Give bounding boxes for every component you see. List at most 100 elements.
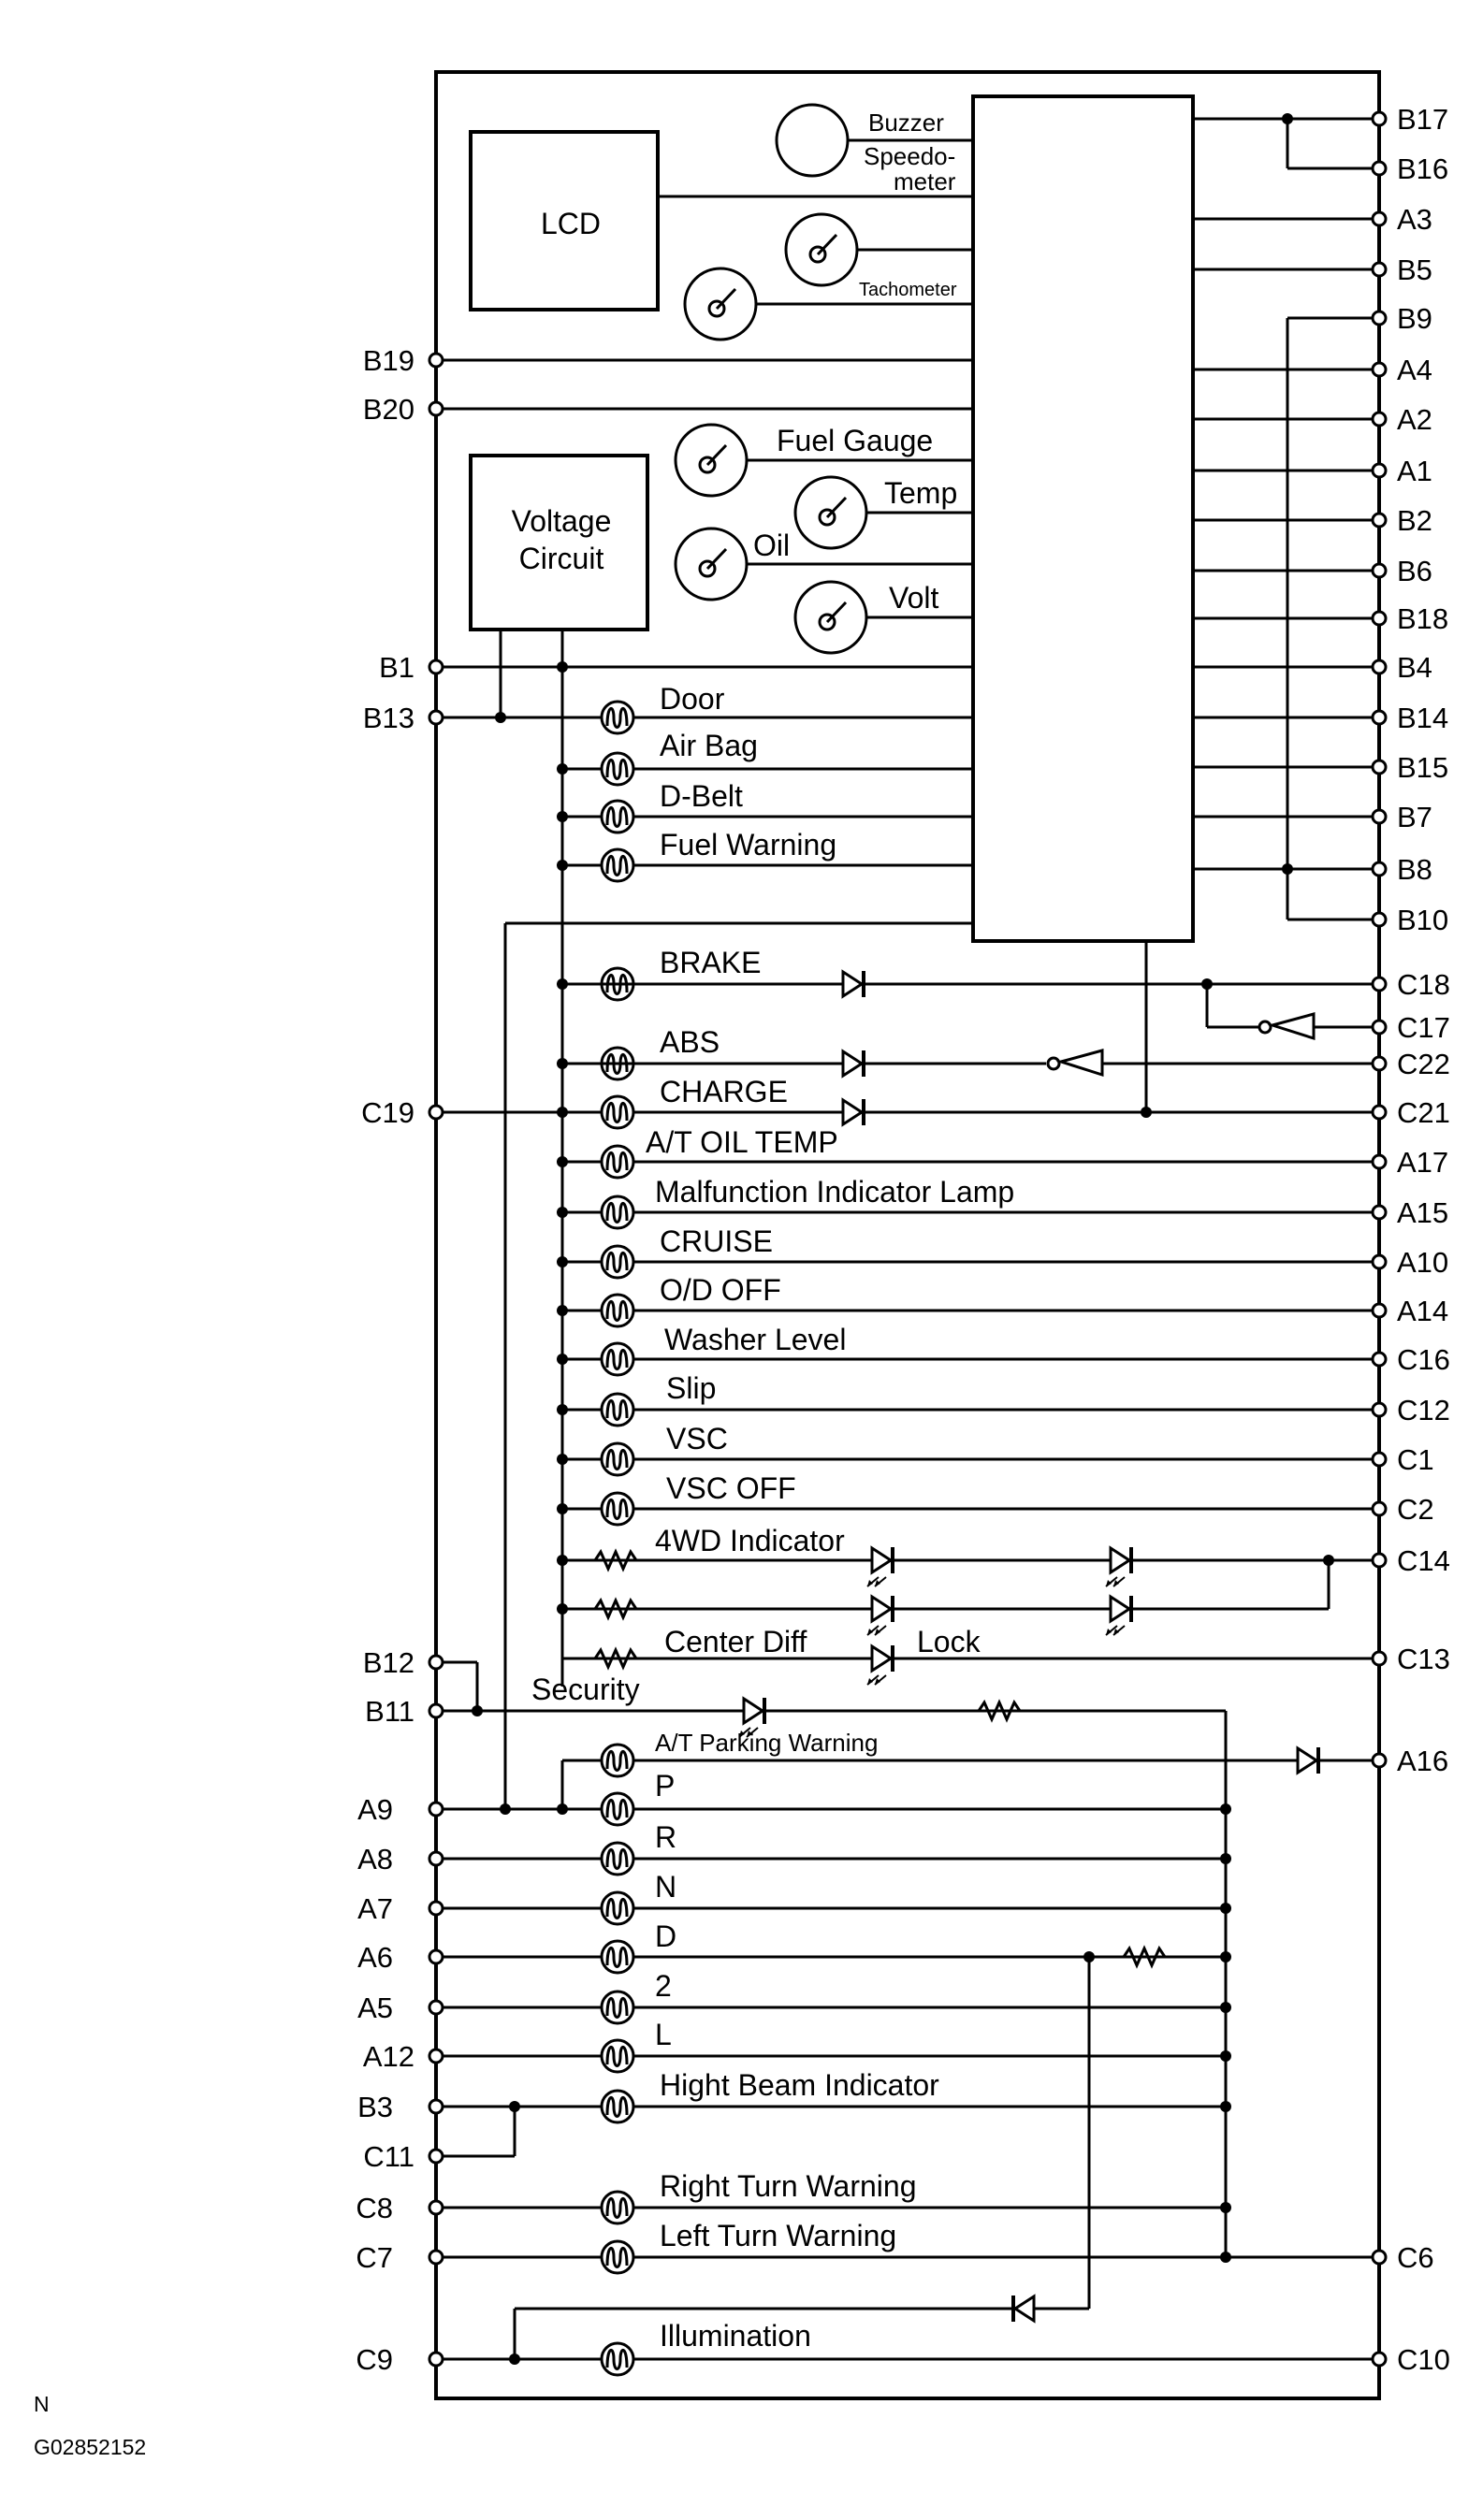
abs-switch-icon bbox=[1055, 1049, 1104, 1078]
od-off-label: O/D OFF bbox=[660, 1273, 781, 1307]
two-lamp-icon bbox=[600, 1990, 635, 2025]
pin-label: B14 bbox=[1397, 702, 1448, 734]
pin-label: C11 bbox=[363, 2140, 414, 2173]
d-lamp-icon bbox=[600, 1939, 635, 1975]
voltage-circuit-block bbox=[469, 454, 649, 631]
lcd-label: LCD bbox=[541, 207, 601, 240]
pin-label: A6 bbox=[357, 1941, 393, 1974]
pin-label: B19 bbox=[363, 344, 414, 377]
voltage-circuit-label-2: Circuit bbox=[519, 542, 604, 575]
center-diff-led-1-icon bbox=[865, 1594, 894, 1637]
high-beam-lamp-icon bbox=[600, 2089, 635, 2124]
lock-label: Lock bbox=[917, 1625, 981, 1658]
at-parking-warning-label: A/T Parking Warning bbox=[655, 1729, 878, 1757]
washer-level-lamp-icon bbox=[600, 1341, 635, 1377]
slip-lamp-icon bbox=[600, 1392, 635, 1427]
pin-label: B7 bbox=[1397, 801, 1432, 833]
door-lamp-icon bbox=[600, 700, 635, 735]
buzzer-label: Buzzer bbox=[868, 109, 944, 137]
oil-gauge-icon bbox=[674, 527, 749, 601]
fuel-warning-label: Fuel Warning bbox=[660, 828, 836, 862]
charge-label: CHARGE bbox=[660, 1075, 788, 1108]
at-parking-warning-diode-icon bbox=[1296, 1745, 1320, 1775]
pin-label: C19 bbox=[361, 1096, 414, 1129]
vsc-off-lamp-icon bbox=[600, 1491, 635, 1527]
right-pin-labels: B17 B16 A3 B5 B9 A4 A2 A1 B2 B6 B18 B4 B… bbox=[1397, 103, 1450, 2376]
brake-diode-icon bbox=[841, 969, 865, 999]
abs-switch-contact-icon bbox=[1046, 1056, 1061, 1071]
d-belt-label: D-Belt bbox=[660, 779, 743, 813]
p-lamp-icon bbox=[600, 1791, 635, 1827]
lcd-block bbox=[469, 130, 660, 311]
tachometer-label: Tachometer bbox=[859, 280, 957, 300]
left-turn-lamp-icon bbox=[600, 2239, 635, 2275]
pin-label: B3 bbox=[357, 2091, 393, 2123]
r-lamp-icon bbox=[600, 1841, 635, 1876]
illumination-diode-icon bbox=[1011, 2294, 1036, 2324]
lock-led-icon bbox=[865, 1644, 894, 1687]
meter-housing bbox=[434, 70, 1381, 2400]
d-label: D bbox=[655, 1919, 676, 1953]
l-lamp-icon bbox=[600, 2038, 635, 2074]
pin-label: A10 bbox=[1397, 1246, 1448, 1279]
brake-switch-icon bbox=[1267, 1012, 1316, 1041]
pin-label: C17 bbox=[1397, 1011, 1450, 1044]
pin-label: C7 bbox=[356, 2241, 393, 2274]
pin-label: C14 bbox=[1397, 1544, 1450, 1577]
4wd-led-1-icon bbox=[865, 1545, 894, 1588]
cruise-lamp-icon bbox=[600, 1244, 635, 1280]
pin-label: A16 bbox=[1397, 1745, 1448, 1777]
figure-code: G02852152 bbox=[34, 2435, 146, 2459]
pin-label: A3 bbox=[1397, 203, 1432, 236]
pin-label: A5 bbox=[357, 1991, 393, 2024]
n-lamp-icon bbox=[600, 1890, 635, 1926]
speedometer-label-2: meter bbox=[894, 167, 956, 196]
l-label: L bbox=[655, 2018, 672, 2051]
left-pin-labels: B19 B20 B1 B13 C19 B12 B11 A9 A8 A7 A6 A… bbox=[356, 344, 414, 2376]
pin-label: C12 bbox=[1397, 1394, 1450, 1427]
4wd-led-2-icon bbox=[1104, 1545, 1133, 1588]
washer-level-label: Washer Level bbox=[664, 1323, 846, 1356]
vsc-lamp-icon bbox=[600, 1441, 635, 1477]
center-diff-label: Center Diff bbox=[664, 1625, 807, 1658]
high-beam-label: Hight Beam Indicator bbox=[660, 2068, 939, 2102]
temp-gauge-label: Temp bbox=[884, 476, 957, 510]
cruise-label: CRUISE bbox=[660, 1224, 773, 1258]
pin-label: C21 bbox=[1397, 1096, 1450, 1129]
pin-label: B8 bbox=[1397, 853, 1432, 886]
pin-label: A7 bbox=[357, 1892, 393, 1925]
slip-label: Slip bbox=[666, 1371, 716, 1405]
oil-gauge-label: Oil bbox=[753, 529, 790, 562]
pin-label: C18 bbox=[1397, 968, 1450, 1001]
pin-label: B15 bbox=[1397, 751, 1448, 784]
brake-switch-contact-icon bbox=[1258, 1020, 1272, 1035]
pin-label: B4 bbox=[1397, 651, 1432, 684]
n-label: N bbox=[655, 1870, 676, 1904]
pin-label: B11 bbox=[365, 1695, 414, 1728]
pin-label: B20 bbox=[363, 393, 414, 426]
pin-label: C8 bbox=[356, 2192, 393, 2224]
pin-label: A1 bbox=[1397, 455, 1432, 487]
pin-label: C22 bbox=[1397, 1048, 1450, 1080]
speedometer-gauge-icon bbox=[784, 212, 859, 287]
security-label: Security bbox=[531, 1673, 640, 1706]
pin-label: C2 bbox=[1397, 1493, 1434, 1526]
mil-lamp-icon bbox=[600, 1195, 635, 1230]
od-off-lamp-icon bbox=[600, 1293, 635, 1328]
abs-diode-icon bbox=[841, 1049, 865, 1079]
right-turn-label: Right Turn Warning bbox=[660, 2169, 916, 2203]
pin-label: A15 bbox=[1397, 1196, 1448, 1229]
pin-label: C1 bbox=[1397, 1443, 1434, 1476]
center-diff-led-2-icon bbox=[1104, 1594, 1133, 1637]
illumination-lamp-icon bbox=[600, 2341, 635, 2377]
pin-label: C10 bbox=[1397, 2343, 1450, 2376]
pin-label: C6 bbox=[1397, 2241, 1434, 2274]
pin-label: B13 bbox=[363, 702, 414, 734]
p-label: P bbox=[655, 1769, 675, 1803]
pin-label: A8 bbox=[357, 1843, 393, 1876]
volt-gauge-label: Volt bbox=[889, 581, 938, 615]
abs-label: ABS bbox=[660, 1025, 720, 1059]
pin-label: C13 bbox=[1397, 1643, 1450, 1675]
pin-label: B16 bbox=[1397, 152, 1448, 185]
